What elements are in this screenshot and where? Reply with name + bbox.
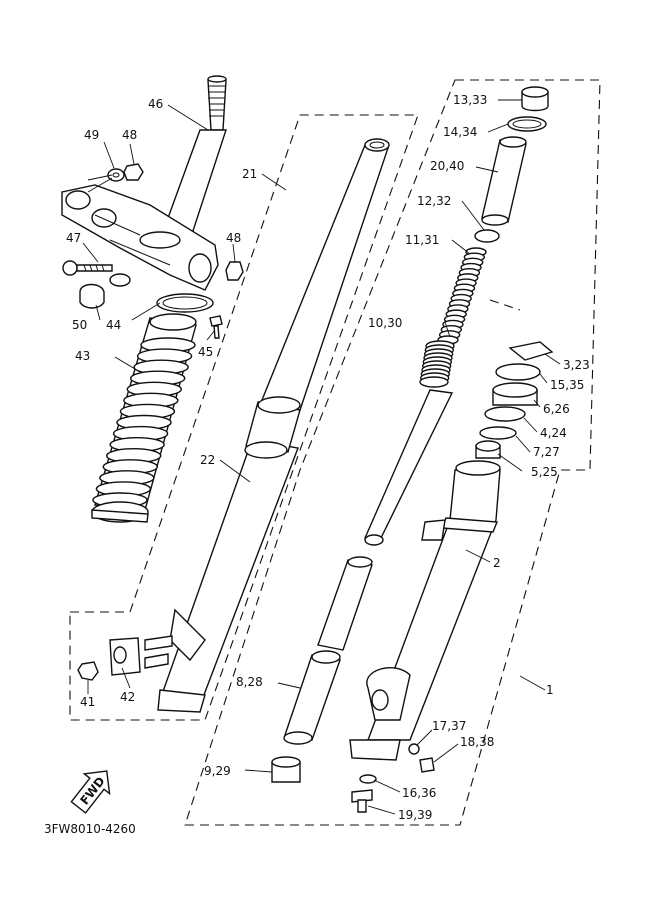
callout-8-28: 8,28 bbox=[236, 675, 263, 689]
washer-16 bbox=[359, 774, 377, 784]
o-ring-14 bbox=[507, 116, 547, 132]
callout-48-top: 48 bbox=[122, 128, 137, 142]
under-bracket bbox=[61, 184, 219, 291]
damper-piece-8 bbox=[283, 650, 341, 745]
callout-44: 44 bbox=[106, 318, 121, 332]
steering-stem bbox=[159, 75, 227, 241]
callout-21: 21 bbox=[242, 167, 257, 181]
outer-tube-2 bbox=[349, 460, 501, 761]
inner-tube-21 bbox=[261, 138, 390, 411]
callout-47: 47 bbox=[66, 231, 81, 245]
callout-17-37: 17,37 bbox=[432, 719, 466, 733]
callout-1: 1 bbox=[546, 683, 554, 697]
callout-42: 42 bbox=[120, 690, 135, 704]
guide-bush-7 bbox=[479, 426, 517, 440]
callout-45: 45 bbox=[198, 345, 213, 359]
cap-bolt-13 bbox=[521, 86, 549, 112]
callout-10-30: 10,30 bbox=[368, 316, 402, 330]
oil-lock-9 bbox=[271, 756, 301, 783]
washer-17 bbox=[408, 743, 420, 755]
spacer-20 bbox=[481, 136, 527, 226]
washer-12 bbox=[474, 229, 500, 243]
callout-9-29: 9,29 bbox=[204, 764, 231, 778]
callout-49: 49 bbox=[84, 128, 99, 142]
callout-43: 43 bbox=[75, 349, 90, 363]
callout-2: 2 bbox=[493, 556, 501, 570]
outline-inner-tube-group bbox=[69, 114, 419, 721]
seat-8 bbox=[317, 556, 373, 651]
callout-7-27: 7,27 bbox=[533, 445, 560, 459]
fork-boot-43 bbox=[91, 313, 197, 523]
diagram-code: 3FW8010-4260 bbox=[44, 822, 136, 836]
callout-41: 41 bbox=[80, 695, 95, 709]
callout-11-31: 11,31 bbox=[405, 233, 439, 247]
bolt-19 bbox=[351, 789, 373, 813]
nut-41 bbox=[77, 661, 99, 681]
callout-16-36: 16,36 bbox=[402, 786, 436, 800]
callout-13-33: 13,33 bbox=[453, 93, 487, 107]
boot-band-44 bbox=[156, 293, 214, 313]
fork-spring-11 bbox=[437, 247, 487, 345]
callout-3-23: 3,23 bbox=[563, 358, 590, 372]
fwd-arrow-icon: FWD bbox=[70, 770, 111, 814]
seal-clip-3 bbox=[508, 341, 554, 361]
cable-clamp-50 bbox=[79, 273, 131, 309]
callout-4-24: 4,24 bbox=[540, 426, 567, 440]
callout-5-25: 5,25 bbox=[531, 465, 558, 479]
callout-48-right: 48 bbox=[226, 231, 241, 245]
dust-seal-15 bbox=[495, 363, 541, 381]
outline-outer-tube-group bbox=[489, 299, 521, 311]
callout-18-38: 18,38 bbox=[460, 735, 494, 749]
callout-46: 46 bbox=[148, 97, 163, 111]
bolt-47 bbox=[62, 260, 113, 276]
callout-12-32: 12,32 bbox=[417, 194, 451, 208]
nut-48-top bbox=[123, 163, 144, 181]
callout-20-40: 20,40 bbox=[430, 159, 464, 173]
callout-6-26: 6,26 bbox=[543, 402, 570, 416]
callout-50: 50 bbox=[72, 318, 87, 332]
outline-damper-group bbox=[184, 79, 601, 826]
drain-bolt-18 bbox=[419, 757, 435, 773]
callout-15-35: 15,35 bbox=[550, 378, 584, 392]
screw-45 bbox=[209, 315, 223, 339]
damper-rod-10 bbox=[363, 340, 455, 546]
axle-holder-42 bbox=[109, 635, 173, 676]
callout-22: 22 bbox=[200, 453, 215, 467]
fork-tube-22 bbox=[157, 396, 301, 713]
callout-19-39: 19,39 bbox=[398, 808, 432, 822]
washer-4 bbox=[484, 406, 526, 422]
callout-14-34: 14,34 bbox=[443, 125, 477, 139]
nut-48-right bbox=[225, 261, 244, 281]
